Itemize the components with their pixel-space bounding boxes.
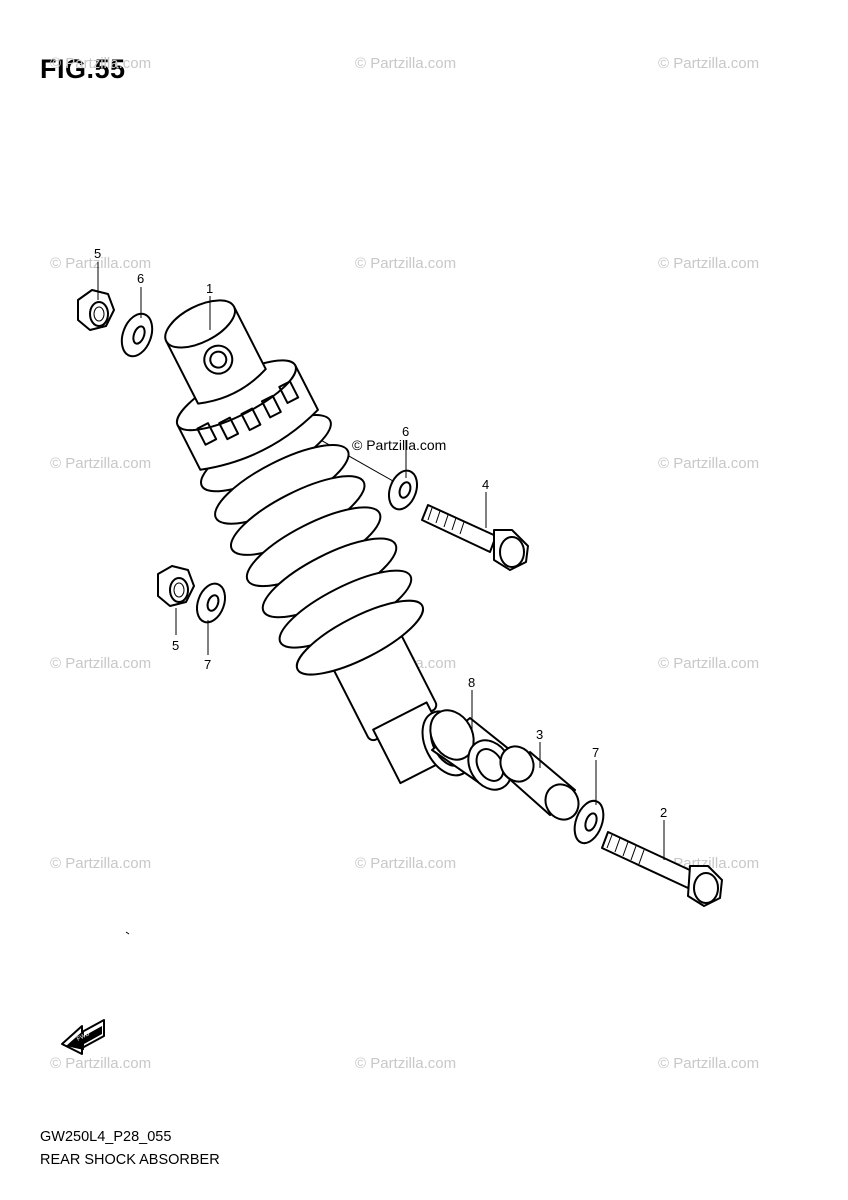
figure-title: FIG.55 (40, 54, 126, 84)
watermark: © Partzilla.com (50, 255, 151, 272)
nut-lower (157, 565, 195, 607)
watermark: © Partzilla.com (658, 655, 759, 672)
callout-8: 8 (468, 675, 475, 690)
spacer (499, 745, 580, 821)
watermark: © Partzilla.com (355, 255, 456, 272)
diagram-caption: REAR SHOCK ABSORBER (40, 1152, 220, 1168)
callout-5-upper: 5 (94, 246, 101, 261)
watermark: © Partzilla.com (355, 855, 456, 872)
watermark: © Partzilla.com (50, 855, 151, 872)
washer-upper-right (387, 469, 419, 511)
callout-2: 2 (660, 805, 667, 820)
watermark: © Partzilla.com (50, 55, 151, 72)
bolt-upper (421, 504, 529, 571)
inline-watermark: © Partzilla.com (352, 437, 446, 453)
stray-mark (125, 931, 130, 935)
washer-lower-left (195, 582, 227, 624)
watermark-grid: © Partzilla.com © Partzilla.com © Partzi… (50, 55, 759, 1072)
watermark: © Partzilla.com (355, 1055, 456, 1072)
washer-upper-left (120, 312, 154, 358)
callout-4: 4 (482, 477, 489, 492)
bolt-lower (601, 831, 723, 907)
watermark: © Partzilla.com (355, 55, 456, 72)
callout-3: 3 (536, 727, 543, 742)
callout-6-upper: 6 (137, 271, 144, 286)
watermark: © Partzilla.com (658, 455, 759, 472)
callout-1: 1 (206, 281, 213, 296)
watermark: © Partzilla.com (658, 1055, 759, 1072)
nut-upper (77, 289, 115, 331)
front-direction-arrow-icon: FWD (61, 1019, 105, 1055)
watermark: © Partzilla.com (50, 1055, 151, 1072)
callout-6-right: 6 (402, 424, 409, 439)
callout-7-right: 7 (592, 745, 599, 760)
watermark: © Partzilla.com (50, 655, 151, 672)
watermark: © Partzilla.com (658, 55, 759, 72)
diagram-code: GW250L4_P28_055 (40, 1129, 172, 1145)
watermark: © Partzilla.com (50, 455, 151, 472)
callout-7-left: 7 (204, 657, 211, 672)
callout-5-lower: 5 (172, 638, 179, 653)
washer-lower-right (573, 799, 605, 845)
watermark: © Partzilla.com (658, 255, 759, 272)
collar-large (429, 709, 513, 791)
callout-leaders (97, 262, 665, 860)
